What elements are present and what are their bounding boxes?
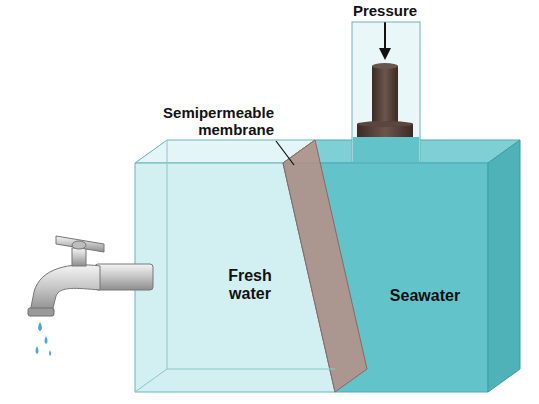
pressure-arrow [384, 22, 386, 50]
fresh-water-compartment: Fresh water [135, 163, 285, 392]
piston-top [357, 121, 413, 127]
piston-rod [372, 66, 398, 126]
faucet [28, 236, 153, 316]
membrane [283, 140, 367, 392]
tank-edge [167, 369, 335, 370]
leader-line [276, 141, 294, 165]
membrane-label: Semipermeable membrane [140, 104, 274, 139]
cylinder [352, 22, 420, 162]
tank-side [488, 140, 520, 392]
tank-edge [135, 369, 167, 392]
seawater-compartment: Seawater [335, 163, 488, 392]
pressure-arrowhead [379, 48, 391, 60]
region-label: Seawater [375, 287, 475, 305]
water-drops [36, 322, 52, 356]
pressure-label: Pressure [345, 2, 425, 19]
cylinder-seawater [353, 137, 419, 162]
tank-edge [167, 140, 168, 369]
region-label: Fresh water [213, 267, 287, 304]
piston-rod-top [372, 63, 398, 69]
